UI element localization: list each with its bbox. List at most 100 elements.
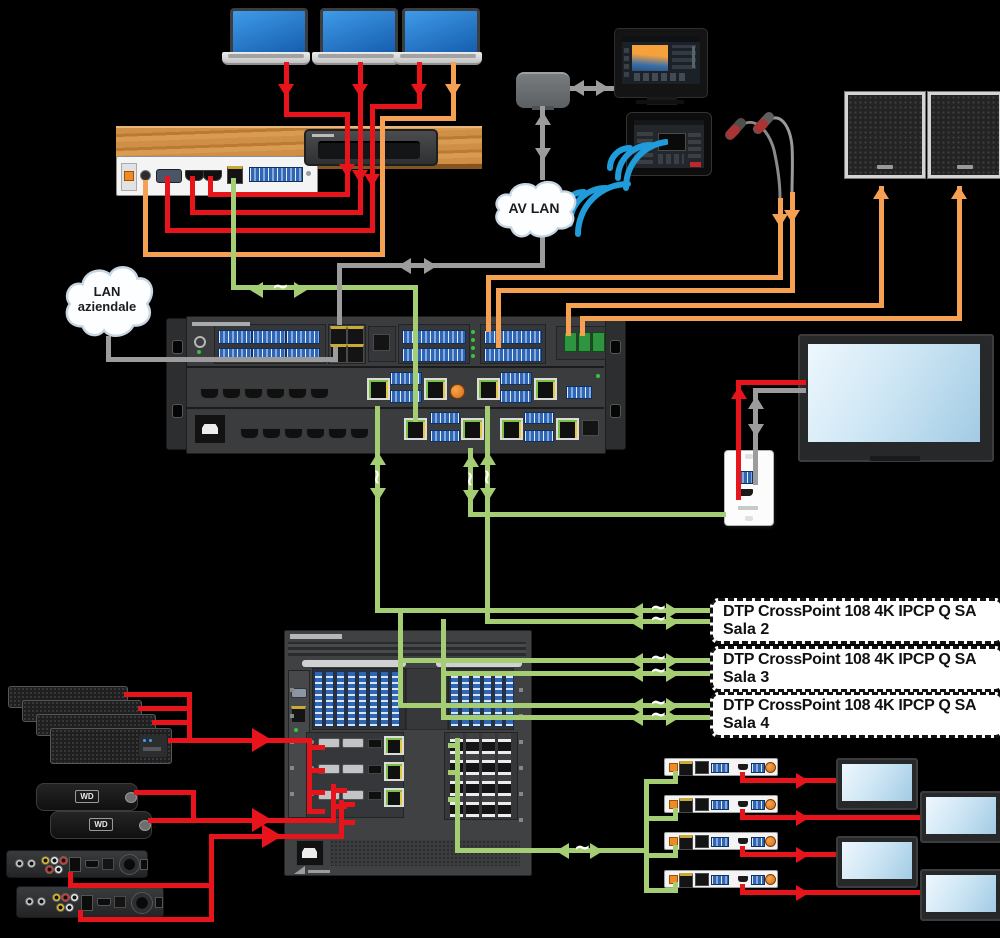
tablet-topbar xyxy=(634,120,704,125)
rx-dtp-port xyxy=(679,761,693,776)
dtp-input-port xyxy=(556,418,579,440)
rf-connector xyxy=(27,859,36,868)
tp-input-port xyxy=(384,736,404,755)
amp-output-connector xyxy=(592,332,605,352)
hdmi-port xyxy=(310,388,329,399)
line-terminal xyxy=(484,330,542,344)
wall-plate-screw xyxy=(745,454,753,459)
audio-card-terminal xyxy=(336,671,345,727)
rx-terminal xyxy=(711,837,729,847)
rack-mount-hole xyxy=(172,340,183,354)
ethernet-port xyxy=(102,858,114,870)
hdmi-port xyxy=(328,428,347,439)
config-terminal xyxy=(566,386,592,399)
wireless-access-point xyxy=(516,72,570,108)
laptop-keyboard xyxy=(228,54,304,58)
laptop-screen xyxy=(402,8,480,56)
rca-video-jack xyxy=(41,856,50,865)
touchpanel-side-buttons xyxy=(624,45,629,77)
room-display-screen xyxy=(842,764,912,801)
dtp-terminal xyxy=(524,430,554,442)
hdmi-port xyxy=(306,428,325,439)
rca-audio-jack xyxy=(59,856,68,865)
audio-card-terminal xyxy=(380,671,389,727)
room-subtitle: Sala 4 xyxy=(723,715,770,732)
rack-model-text xyxy=(192,322,250,326)
dtp-receiver-3 xyxy=(664,832,778,850)
room-subtitle: Sala 2 xyxy=(723,621,770,638)
hdmi-port xyxy=(288,388,307,399)
volume-knob xyxy=(450,384,465,399)
cubby-slot xyxy=(318,141,420,159)
room-display-screen xyxy=(926,875,996,912)
remote-port xyxy=(582,420,599,436)
rca-audio-jack xyxy=(54,865,63,874)
iec-socket xyxy=(302,848,317,858)
line-terminal xyxy=(484,348,542,362)
status-led xyxy=(197,350,201,354)
room-label-sala3: DTP CrossPoint 108 4K IPCP Q SA Sala 3 xyxy=(710,646,1000,692)
room-title: DTP CrossPoint 108 4K IPCP Q SA xyxy=(723,651,977,668)
audio-card-terminal xyxy=(325,671,334,727)
room-label-sala4: DTP CrossPoint 108 4K IPCP Q SA Sala 4 xyxy=(710,692,1000,738)
room-display-screen xyxy=(842,842,912,879)
gooseneck-microphones xyxy=(725,112,794,200)
rx-lan-port xyxy=(695,798,709,811)
touchpanel-stand-base xyxy=(636,100,684,104)
rack-ear-left xyxy=(166,318,188,450)
set-top-box-1 xyxy=(6,850,148,878)
tablet-red-button xyxy=(690,162,701,167)
hdmi-connector xyxy=(368,739,382,748)
rx-hdmi-out xyxy=(738,876,748,882)
room-display-2 xyxy=(920,791,1000,843)
wd-media-player-1: WD xyxy=(36,783,138,811)
component-block xyxy=(69,857,81,872)
dtp-output-port xyxy=(477,378,500,400)
tx-terminal-block xyxy=(249,167,303,182)
wall-plate-hdmi xyxy=(737,489,753,496)
hdmi-connector xyxy=(368,765,382,774)
rca-audio-jack xyxy=(65,903,74,912)
screw xyxy=(310,740,314,744)
rack-mount-hole xyxy=(610,340,621,354)
corporate-lan-line2: aziendale xyxy=(77,299,137,314)
laptop-keyboard xyxy=(318,54,394,58)
touchpanel-topbar xyxy=(622,36,700,42)
matrix-power-inlet xyxy=(296,840,324,866)
dtp-terminal xyxy=(430,430,460,442)
room-title: DTP CrossPoint 108 4K IPCP Q SA xyxy=(723,603,977,620)
speaker-left xyxy=(844,91,926,179)
rca-video-jack xyxy=(56,903,65,912)
room-label-sala2: DTP CrossPoint 108 4K IPCP Q SA Sala 2 xyxy=(710,598,1000,644)
hdmi-port xyxy=(262,428,281,439)
wd-media-player-2: WD xyxy=(50,811,152,839)
audio-terminal xyxy=(218,330,252,344)
matrix-top-vents xyxy=(288,642,526,656)
rca-audio-jack xyxy=(50,856,59,865)
dtp-receiver-2 xyxy=(664,795,778,813)
hdmi-port xyxy=(222,388,241,399)
laptop-keyboard xyxy=(400,54,476,58)
wd-logo: WD xyxy=(89,818,113,831)
rx-hdmi-out xyxy=(738,801,748,807)
fan-grille xyxy=(119,854,140,875)
dtp-terminal xyxy=(500,390,532,403)
dtp-receiver-4 xyxy=(664,870,778,888)
rx-lan-port xyxy=(695,835,709,848)
power-switch xyxy=(140,859,148,870)
rx-hdmi-out xyxy=(738,838,748,844)
dvi-connector xyxy=(342,738,364,748)
dvi-connector xyxy=(342,764,364,774)
lan-port xyxy=(347,326,364,345)
rx-volume-knob xyxy=(765,799,776,810)
rx-volume-knob xyxy=(765,762,776,773)
mic-terminal xyxy=(402,330,466,344)
corporate-lan-cloud: LAN aziendale xyxy=(58,258,156,344)
signal-led xyxy=(471,330,475,334)
av-lan-cloud: AV LAN xyxy=(488,176,580,242)
touchpanel-button-row xyxy=(634,73,686,81)
hdmi-output xyxy=(97,898,111,906)
hdmi-port xyxy=(200,388,219,399)
touchpanel-screen xyxy=(622,36,700,84)
